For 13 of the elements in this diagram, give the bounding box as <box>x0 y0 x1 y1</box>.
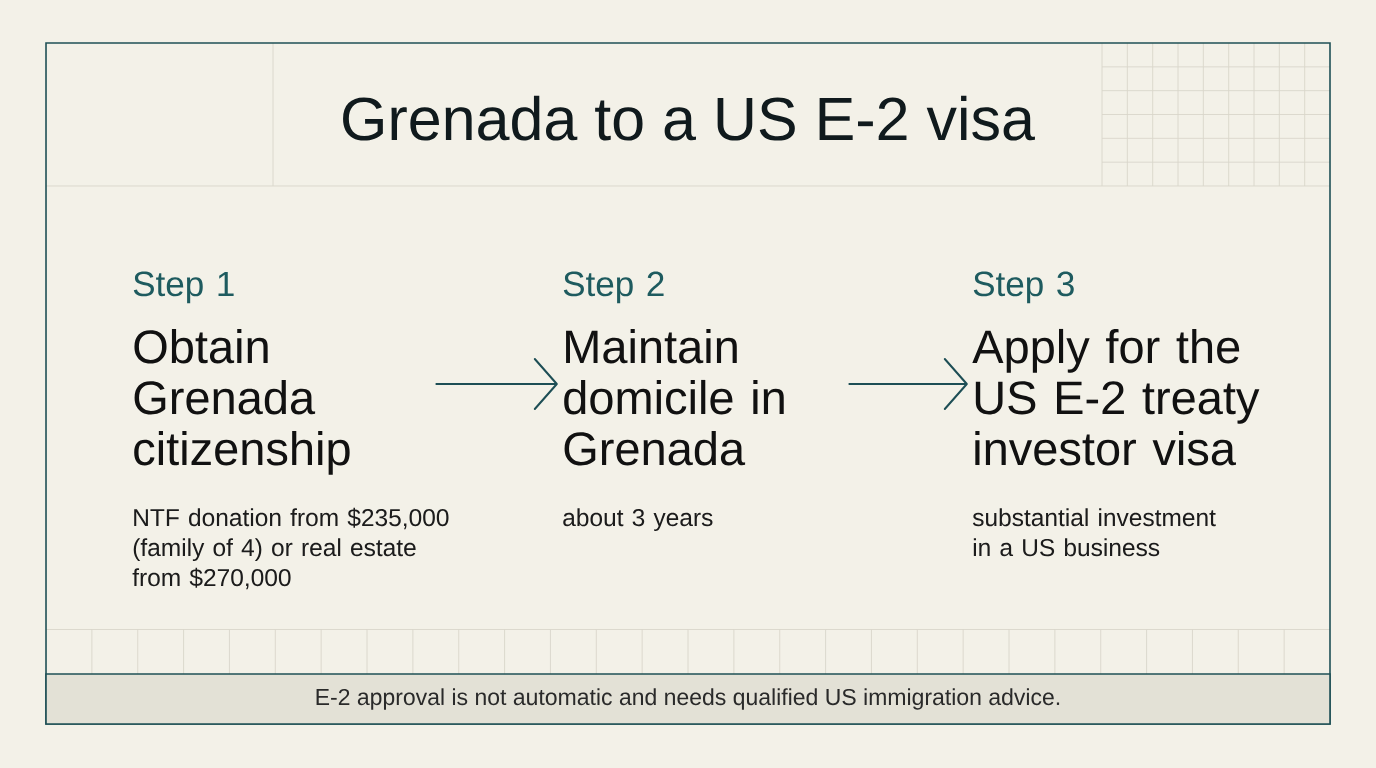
footer-band: E-2 approval is not automatic and needs qualified US immigration advice. <box>45 673 1331 725</box>
arrow <box>434 358 558 410</box>
step-note: about 3 years <box>563 508 713 532</box>
step-heading: Obtain Grenada citizenship <box>134 328 350 475</box>
step-heading: Maintain domicile in Grenada <box>564 328 784 466</box>
step-note: substantial investment in a US business <box>972 508 1216 557</box>
step-label: Step 2 <box>563 271 664 304</box>
title: Grenada to a US E-2 visa <box>343 95 1035 141</box>
step-note: NTF donation from $235,000 (family of 4) or real estate from $270,000 <box>132 507 449 590</box>
step-label: Step 3 <box>973 271 1074 304</box>
arrow <box>847 358 968 410</box>
step-label: Step 1 <box>133 271 234 304</box>
step-heading: Apply for the US E-2 treaty investor visa <box>972 328 1260 466</box>
